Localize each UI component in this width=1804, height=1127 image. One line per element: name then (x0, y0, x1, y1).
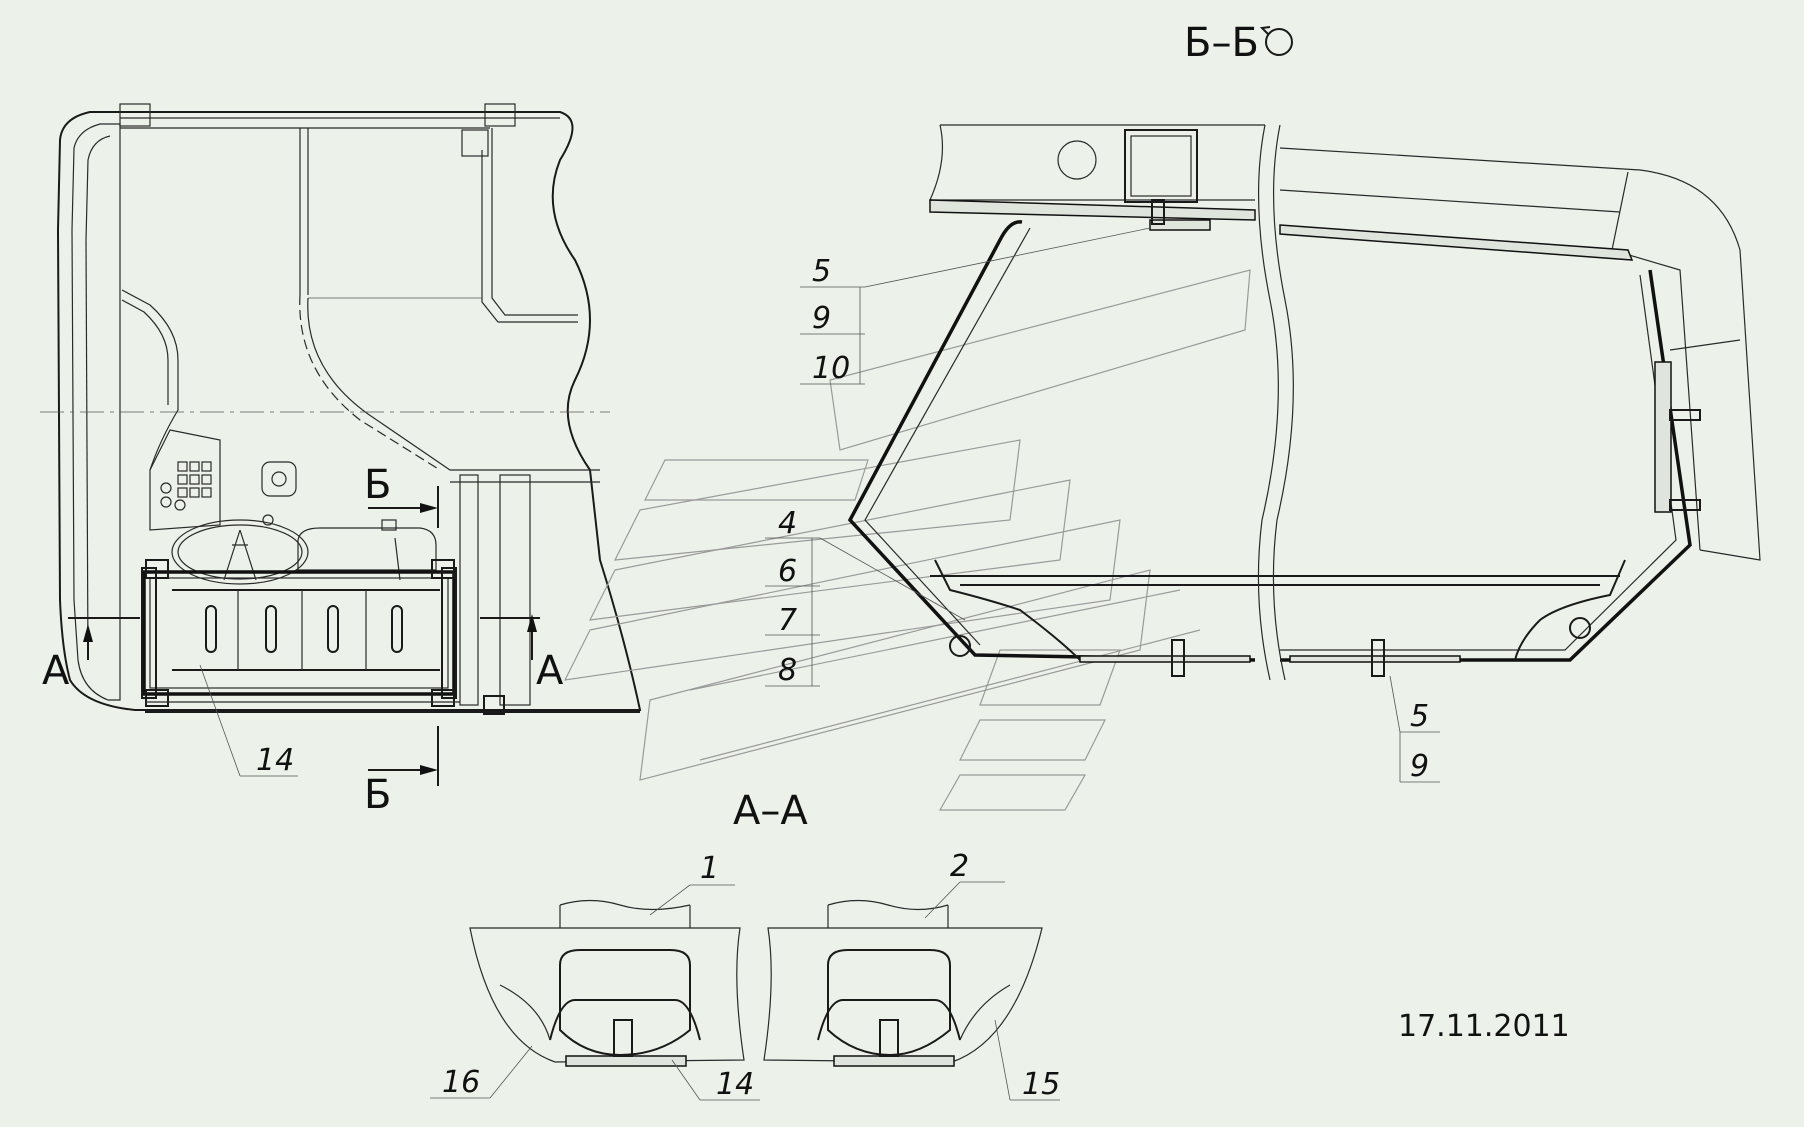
section-cut-a: А А (42, 614, 564, 694)
callout-group-5-9-lower: 5 9 (1389, 675, 1440, 784)
callout-number-15: 15 (1022, 1067, 1060, 1102)
callout-15: 15 (994, 1019, 1060, 1102)
cut-b-bottom-label: Б (364, 772, 391, 818)
section-aa-view: А–А 1 2 16 (430, 788, 1060, 1102)
section-bb-view: Б–Б (765, 20, 1761, 784)
cut-b-top-label: Б (364, 462, 391, 508)
callout-number-9: 9 (1410, 749, 1429, 784)
callout-number-6: 6 (778, 554, 797, 589)
control-panel (149, 429, 297, 531)
callout-1: 1 (649, 851, 735, 916)
callout-number-5: 5 (812, 254, 831, 289)
callout-number-14: 14 (716, 1067, 754, 1102)
callout-number-7: 7 (778, 603, 797, 638)
callout-group-4-6-7-8: 4 6 7 8 (765, 506, 966, 688)
callout-14-section: 14 (671, 1059, 760, 1102)
callout-2: 2 (924, 849, 1005, 919)
callout-number-4: 4 (778, 506, 797, 541)
watermark-logo (563, 269, 1251, 811)
section-cut-b: Б Б (364, 462, 439, 818)
callout-number-2: 2 (950, 849, 969, 884)
callout-number-16: 16 (442, 1065, 480, 1100)
callout-number-9: 9 (812, 301, 831, 336)
cut-a-left-label: А (42, 648, 70, 694)
drawing-date: 17.11.2011 (1398, 1009, 1570, 1044)
callout-number-10: 10 (812, 351, 850, 386)
callout-number-8: 8 (778, 653, 797, 688)
callout-number-14: 14 (256, 743, 294, 778)
callout-16: 16 (430, 1045, 533, 1100)
callout-14-plan: 14 (199, 664, 298, 778)
section-aa-title: А–А (733, 788, 808, 834)
cut-a-right-label: А (536, 648, 564, 694)
battery-box-14 (141, 559, 457, 707)
callout-number-5: 5 (1410, 699, 1429, 734)
rotated-view-icon (1259, 26, 1293, 56)
callout-number-1: 1 (700, 851, 719, 886)
cab-plan-view: А А Б Б 14 (40, 103, 642, 818)
section-bb-title: Б–Б (1184, 20, 1259, 66)
callout-group-5-9-10: 5 9 10 (800, 227, 1151, 386)
